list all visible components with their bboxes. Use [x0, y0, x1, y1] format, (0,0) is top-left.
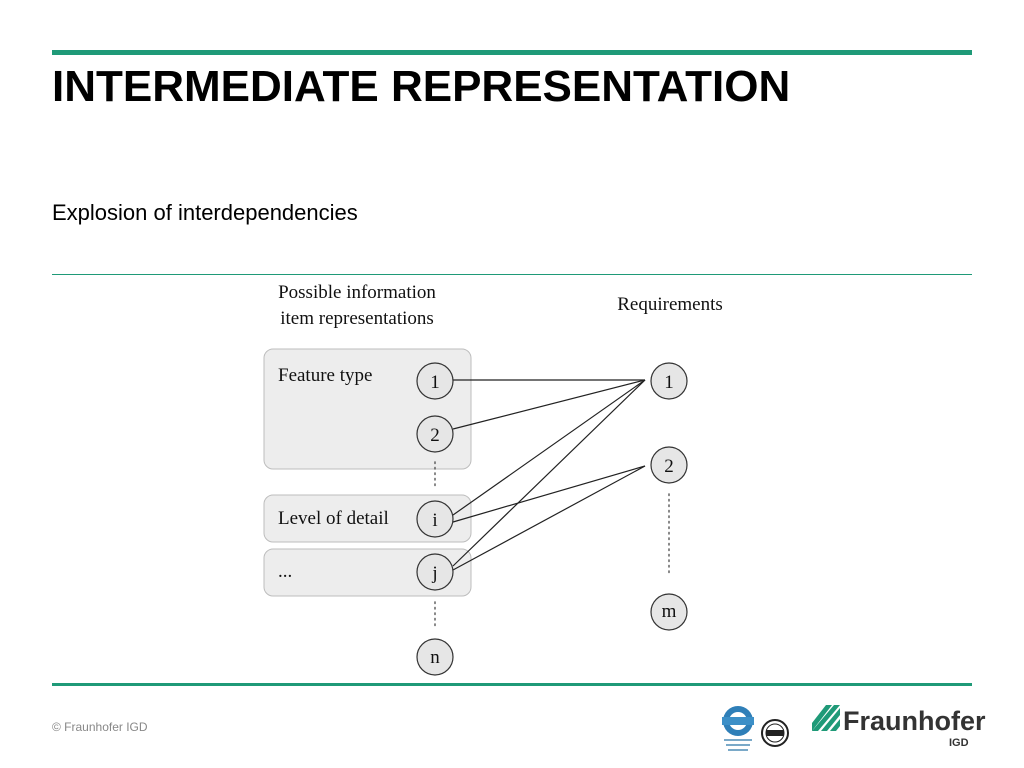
group-box-level-of-detail	[263, 494, 472, 543]
edge-j-to-2	[452, 465, 646, 571]
left-heading-line1: Possible information	[278, 282, 436, 303]
divider-rule	[52, 274, 972, 275]
left-node-2: 2	[416, 415, 454, 453]
group-label-level-of-detail: Level of detail	[278, 508, 389, 529]
right-node-1: 1	[650, 362, 688, 400]
bottom-accent-rule	[52, 683, 972, 686]
right-node-1-label: 1	[664, 372, 674, 393]
left-node-j: j	[416, 553, 454, 591]
left-node-1-label: 1	[430, 372, 440, 393]
fraunhofer-logo-icon	[812, 705, 840, 731]
edge-2-to-1	[452, 379, 646, 430]
iqnet-logo	[761, 719, 789, 747]
slide-subtitle: Explosion of interdependencies	[52, 200, 358, 225]
right-node-m-label: m	[662, 601, 677, 622]
institute-label: IGD	[949, 737, 969, 749]
left-node-i-label: i	[432, 510, 437, 531]
edge-i-to-1	[452, 379, 646, 516]
copyright-footer: © Fraunhofer IGD	[52, 720, 148, 734]
edge-j-to-1	[452, 379, 646, 567]
right-node-2-label: 2	[664, 456, 674, 477]
group-label-other: ...	[278, 561, 292, 582]
left-node-n: n	[416, 638, 454, 676]
dqs-certificate-logo	[722, 706, 754, 751]
certification-logos	[722, 706, 789, 751]
edge-i-to-2	[452, 465, 646, 523]
left-node-2-label: 2	[430, 425, 440, 446]
left-node-i: i	[416, 500, 454, 538]
left-node-n-label: n	[430, 647, 440, 668]
group-label-feature-type: Feature type	[278, 365, 372, 386]
dotted-connectors	[434, 461, 670, 627]
right-heading: Requirements	[617, 294, 723, 315]
fraunhofer-wordmark: Fraunhofer	[843, 706, 986, 736]
left-node-1: 1	[416, 362, 454, 400]
top-accent-rule	[52, 50, 972, 55]
page-title: INTERMEDIATE REPRESENTATION	[52, 62, 791, 111]
left-heading-line2: item representations	[280, 308, 434, 329]
left-node-j-label: j	[431, 563, 437, 584]
group-box-other	[263, 548, 472, 597]
edge-group	[452, 379, 646, 571]
right-node-2: 2	[650, 446, 688, 484]
right-node-m: m	[650, 593, 688, 631]
